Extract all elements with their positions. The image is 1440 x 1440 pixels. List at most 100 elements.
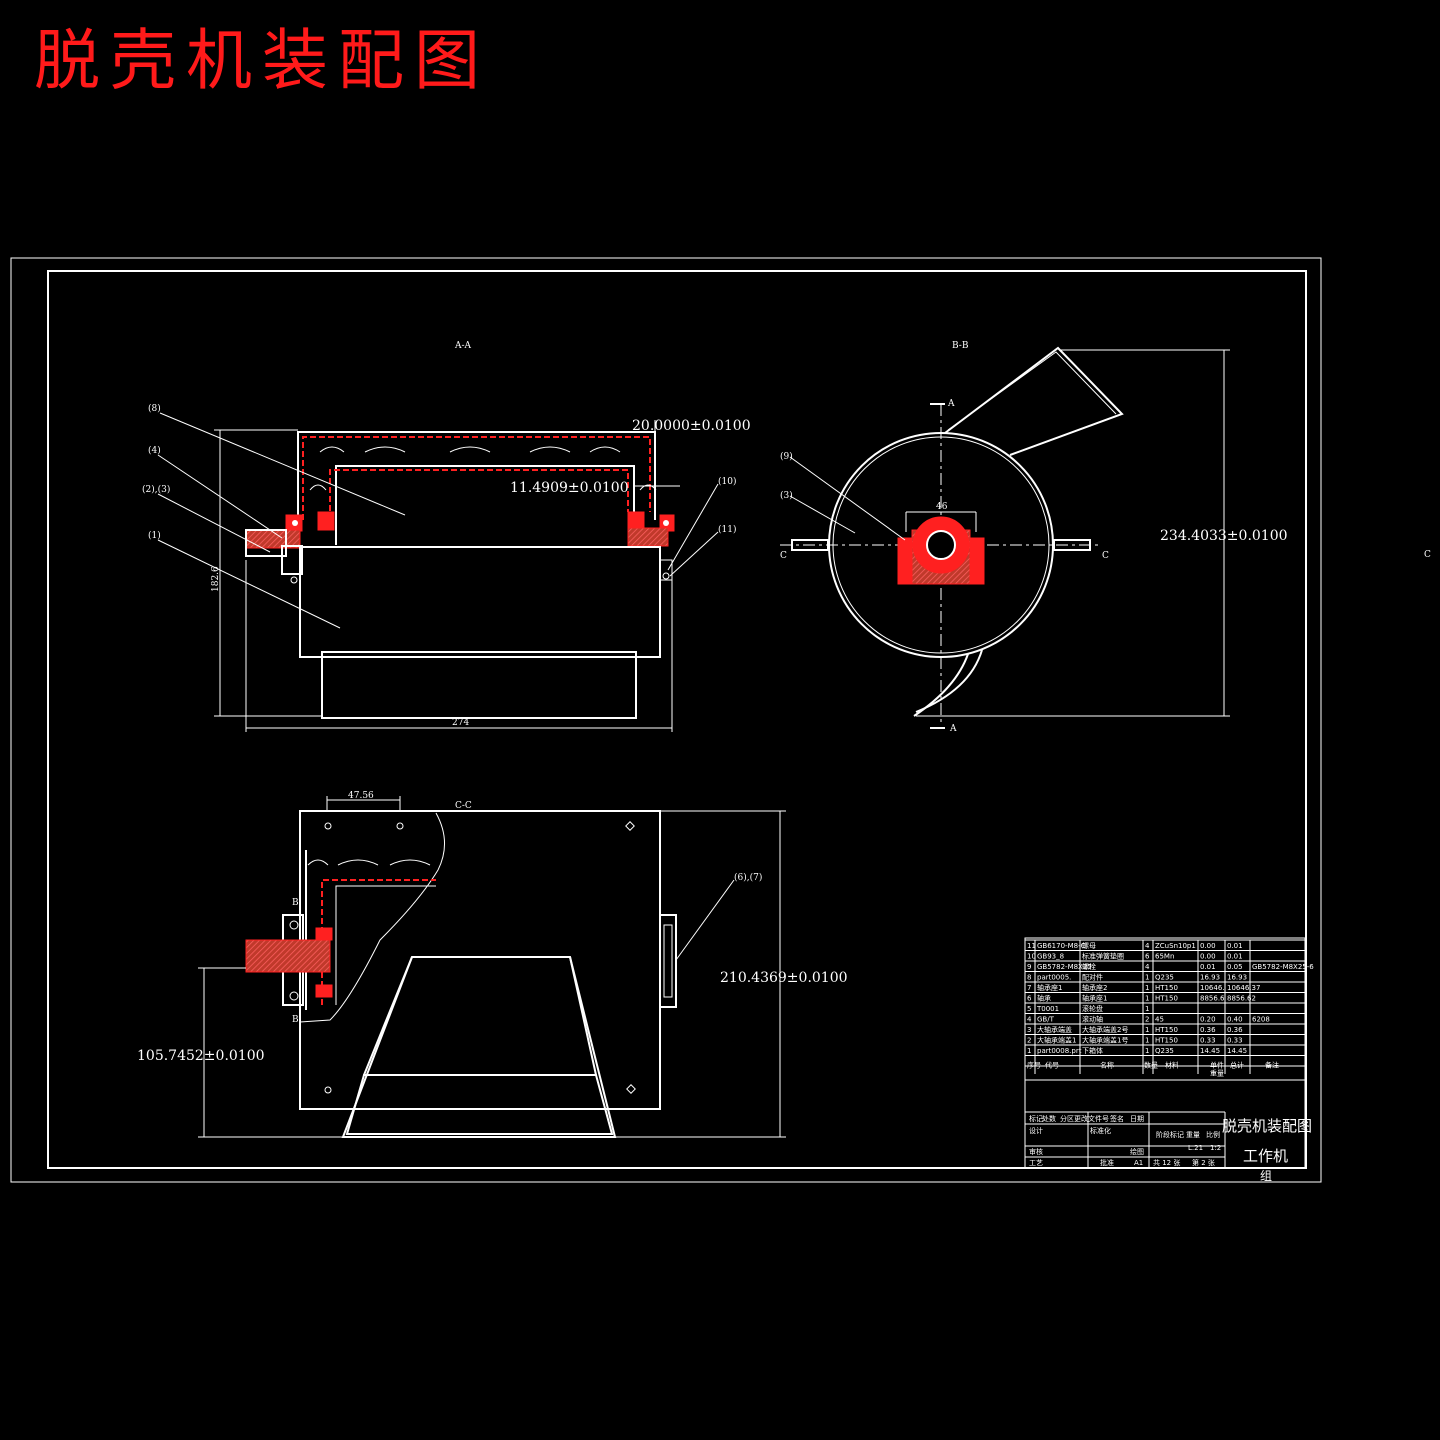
bom-cell-code: GB93_8 (1037, 953, 1064, 961)
dim-side-height2: 210.4369±0.0100 (720, 970, 848, 986)
bom-cell-no: 4 (1027, 1016, 1032, 1024)
bom-cell-code: GB/T (1037, 1016, 1055, 1024)
bom-cell-w2: 0.40 (1227, 1016, 1243, 1024)
bom-cell-qty: 1 (1145, 1026, 1149, 1034)
leader-8: (8) (148, 403, 161, 414)
tb-weight: L.21 (1188, 1144, 1203, 1152)
bom-cell-mat: Q235 (1155, 1047, 1174, 1055)
bom-cell-qty: 1 (1145, 984, 1149, 992)
bom-cell-name: 大轴承端盖2号 (1082, 1025, 1128, 1034)
tb-approve: 批准 (1100, 1158, 1114, 1167)
marker-a-bottom: A (949, 724, 957, 734)
bom-cell-w1: 0.00 (1200, 942, 1216, 950)
bom-cell-name: 配对件 (1082, 973, 1103, 982)
bom-cell-mat: HT150 (1155, 984, 1178, 992)
view-cc: C-C B B 47.56 (137, 791, 848, 1138)
tb-date: 日期 (1130, 1115, 1144, 1123)
bom-header-weight: 重量 (1210, 1070, 1224, 1078)
bom-cell-w2: 14.45 (1227, 1047, 1247, 1055)
bom-cell-mat: ZCuSn10p1 (1155, 942, 1196, 950)
tb-org: 工作机 (1243, 1147, 1288, 1165)
marker-b-top: B (292, 898, 299, 908)
tb-design: 设计 (1029, 1126, 1043, 1135)
bom-cell-w2: 16.93 (1227, 974, 1247, 982)
bom-header-note: 备注 (1265, 1061, 1279, 1070)
tb-std: 标准化 (1090, 1126, 1111, 1135)
bom-cell-name: 轴承座1 (1082, 994, 1107, 1003)
bom-cell-w2: 0.33 (1227, 1037, 1243, 1045)
bom-cell-no: 10 (1027, 953, 1036, 961)
bom-cell-no: 8 (1027, 974, 1031, 982)
tb-zone: 分区 (1060, 1114, 1074, 1123)
bom-cell-w1: 8856.6 (1200, 995, 1225, 1003)
bom-cell-no: 5 (1027, 1005, 1031, 1013)
dim-side-height: 234.4033±0.0100 (1160, 528, 1288, 544)
dim-lower-height: 105.7452±0.0100 (137, 1048, 265, 1064)
bom-cell-no: 2 (1027, 1037, 1031, 1045)
bom-cell-w1: 0.00 (1200, 953, 1216, 961)
bom-cell-code: 大轴承端盖1 (1037, 1036, 1076, 1045)
tb-size: A1 (1134, 1159, 1143, 1167)
drawing-title: 脱壳机装配图 (34, 22, 490, 99)
tb-count: 处数 (1042, 1114, 1056, 1123)
bom-cell-name: 螺栓 (1082, 962, 1096, 971)
bom-cell-no: 9 (1027, 963, 1031, 971)
bom-cell-code: 轴承座1 (1037, 983, 1062, 992)
bom-cell-no: 3 (1027, 1026, 1031, 1034)
bom-cell-code: part0008.prt (1037, 1047, 1082, 1055)
tb-drawn: 绘图 (1130, 1147, 1144, 1156)
leader-9: (9) (780, 451, 793, 462)
plan-box (299, 810, 661, 1110)
bom-cell-w2: 10646.37 (1227, 984, 1260, 992)
bom-cell-w1: 0.36 (1200, 1026, 1216, 1034)
leader-4: (4) (148, 445, 161, 456)
lower-body (299, 546, 661, 658)
tb-group: 组 (1260, 1169, 1272, 1183)
bom-cell-qty: 1 (1145, 995, 1149, 1003)
bom-cell-name: 标准弹簧垫圈 (1082, 952, 1124, 961)
bom-cell-code: GB5782-M8X25 (1037, 963, 1092, 971)
bom-cell-w2: 0.01 (1227, 942, 1243, 950)
view-label-cc: C-C (455, 801, 472, 811)
dim-top-dist: 47.56 (348, 791, 374, 801)
inner-border (47, 270, 1307, 1169)
bom-cell-mat: HT150 (1155, 1037, 1178, 1045)
leader-10: (10) (718, 476, 736, 487)
bom-header-qty: 数量 (1144, 1061, 1158, 1070)
leader-6-7: (6),(7) (734, 872, 762, 883)
bom-cell-no: 11 (1027, 942, 1036, 950)
bom-cell-w1: 0.33 (1200, 1037, 1216, 1045)
tb-review: 审核 (1029, 1147, 1043, 1156)
bom-cell-qty: 1 (1145, 974, 1149, 982)
dim-circle-inner: 46 (936, 502, 948, 512)
bom-cell-w2: 0.05 (1227, 963, 1243, 971)
bom-cell-name: 大轴承端盖1号 (1082, 1036, 1128, 1045)
tb-scale-label: 比例 (1206, 1130, 1220, 1139)
bom-cell-w1: 0.20 (1200, 1016, 1216, 1024)
tb-scale: 1:2 (1210, 1144, 1221, 1152)
dim-top-offset: 20.0000±0.0100 (632, 418, 751, 434)
bom-cell-note: 6208 (1252, 1016, 1270, 1024)
bom-cell-w2: 8856.62 (1227, 995, 1256, 1003)
bom-header-w2: 总计 (1230, 1061, 1244, 1070)
bom-cell-code: GB6170-M8-C (1037, 942, 1086, 950)
bom-cell-mat: 45 (1155, 1016, 1164, 1024)
bom-cell-name: 轴承座2 (1082, 983, 1107, 992)
bom-cell-w1: 16.93 (1200, 974, 1220, 982)
dim-inner-offset: 11.4909±0.0100 (510, 480, 629, 496)
leader-1: (1) (148, 530, 161, 541)
tb-stage: 阶段标记 (1156, 1130, 1184, 1139)
tb-sheets: 共 12 张 (1153, 1158, 1180, 1167)
bom-header-w1: 单件 (1210, 1061, 1224, 1070)
bom-cell-qty: 1 (1145, 1047, 1149, 1055)
leader-2-3: (2),(3) (142, 484, 170, 495)
bom-cell-mat: HT150 (1155, 1026, 1178, 1034)
bom-header-code: 代号 (1045, 1061, 1059, 1070)
bom-header-name: 名称 (1100, 1061, 1114, 1070)
bom-cell-note: GB5782-M8X25-6 (1252, 963, 1314, 971)
bom-cell-qty: 4 (1145, 942, 1150, 950)
view-bb: B-B 46 A A C C 234.4033±0. (780, 341, 1288, 734)
bom-cell-qty: 1 (1145, 1037, 1149, 1045)
bom-cell-no: 7 (1027, 984, 1031, 992)
